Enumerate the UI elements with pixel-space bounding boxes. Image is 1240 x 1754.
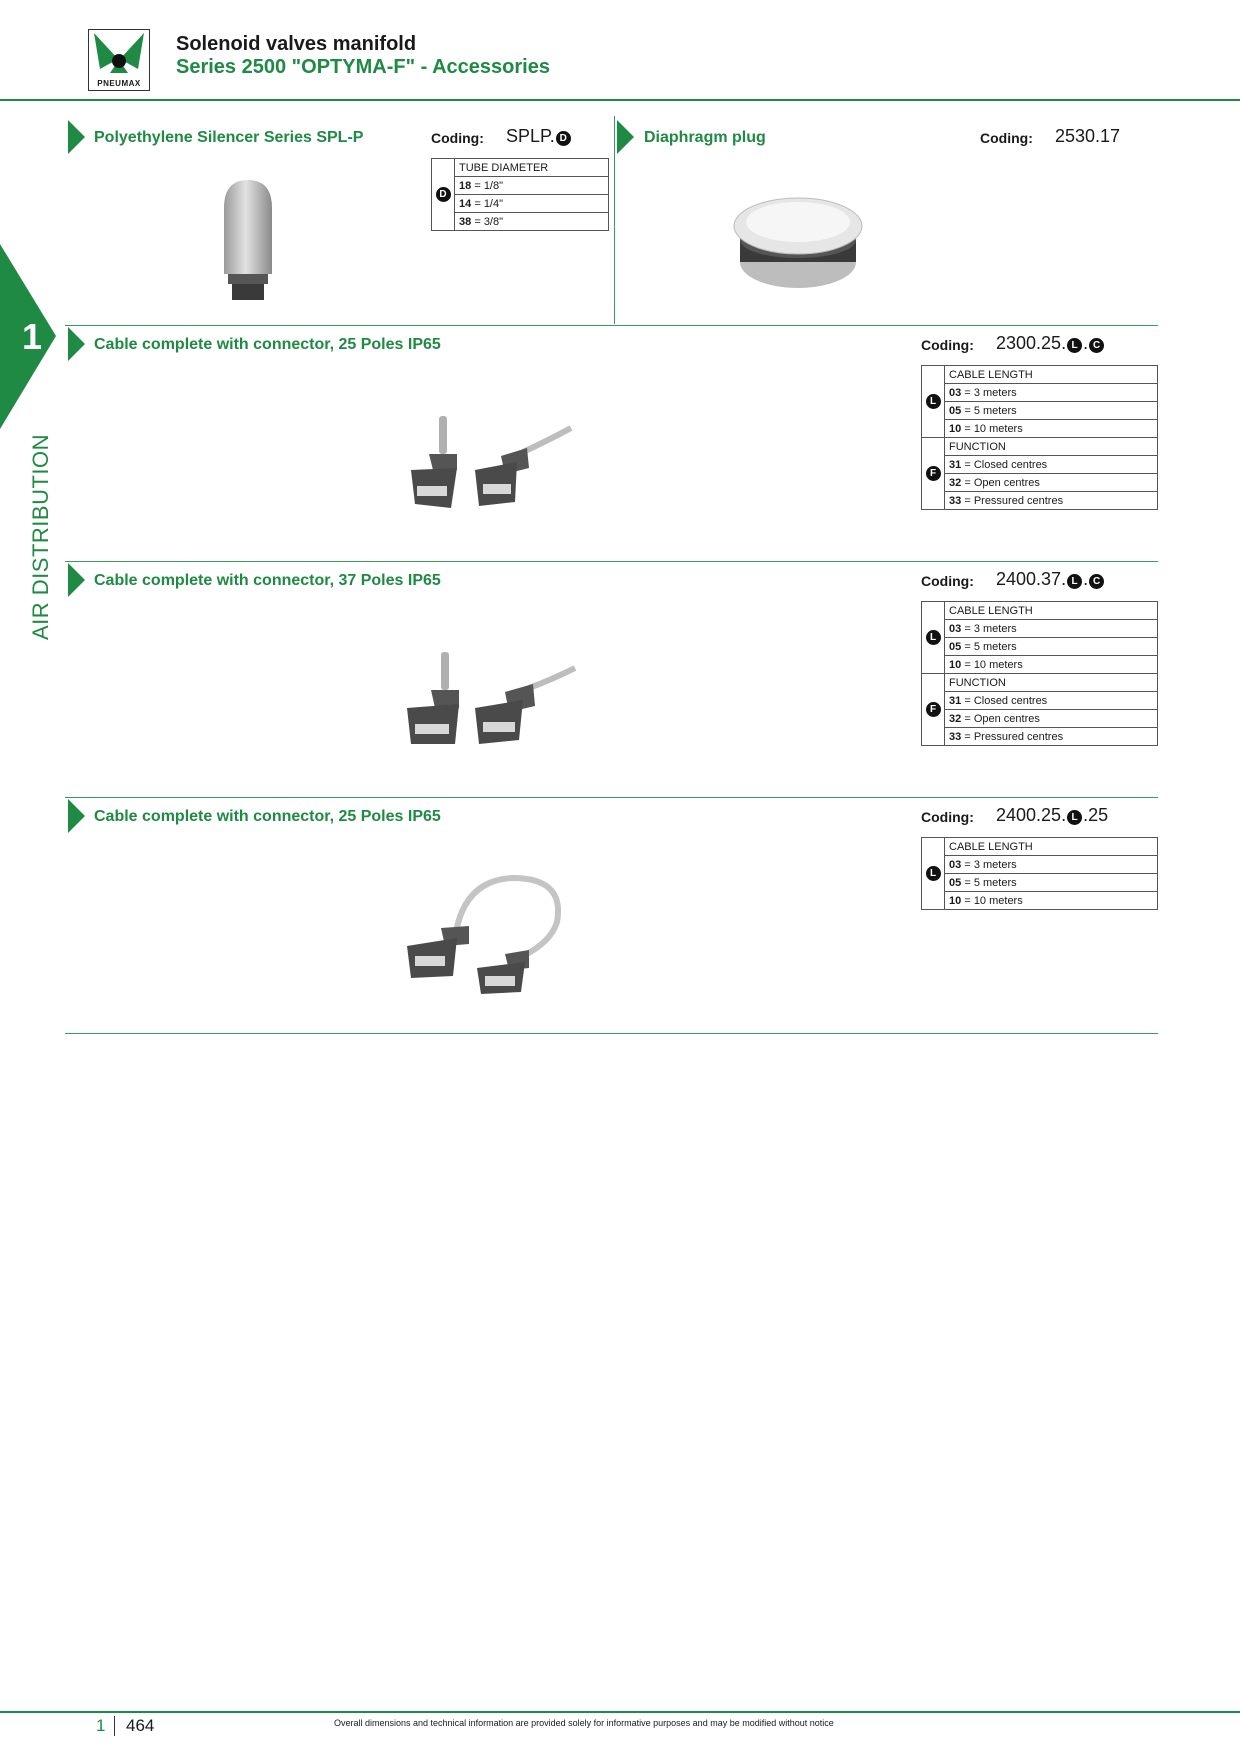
chapter-tab: 1 [0,244,60,434]
coding-prefix: 2300.25. [996,333,1067,353]
section-divider [65,797,1158,798]
coding-key-badge: D [555,131,571,146]
coding-prefix: 2400.37. [996,569,1067,589]
cable25b-coding-label: Coding: [921,809,974,825]
coding-prefix: 2400.25. [996,805,1067,825]
column-divider [614,116,615,324]
table-row: 05 = 5 meters [944,401,1158,420]
key-badge: F [925,466,941,481]
table-row: 10 = 10 meters [944,655,1158,674]
table-row: 31 = Closed centres [944,455,1158,474]
table-row: 33 = Pressured centres [944,727,1158,746]
silencer-coding-label: Coding: [431,130,484,146]
coding-key-badge: C [1089,338,1105,353]
table-row: 18 = 1/8" [454,176,609,195]
coding-key-badge: L [1067,338,1083,353]
diaphragm-plug-image [732,196,864,301]
coding-key-badge: L [1067,574,1083,589]
table-header: CABLE LENGTH [944,837,1158,856]
table-row: 03 = 3 meters [944,383,1158,402]
table-row: 05 = 5 meters [944,873,1158,892]
cable25-title: Cable complete with connector, 25 Poles … [94,336,441,353]
table-row: 33 = Pressured centres [944,491,1158,510]
chapter-number: 1 [22,316,43,357]
silencer-image [218,178,278,307]
footer-page-number: 464 [126,1716,155,1735]
plug-coding-label: Coding: [980,130,1033,146]
footer-separator [114,1716,115,1736]
table-header: CABLE LENGTH [944,601,1158,620]
key-badge: L [925,630,941,645]
silencer-coding-value: SPLP.D [506,126,572,147]
section-arrow [68,327,85,361]
table-key: D [431,158,455,231]
cable37-table: L CABLE LENGTH 03 = 3 meters 05 = 5 mete… [921,601,1158,746]
cable37-connector-image [403,648,579,757]
table-row: 10 = 10 meters [944,419,1158,438]
page-title: Solenoid valves manifold [176,33,417,55]
table-header: TUBE DIAMETER [454,158,609,177]
section-divider [65,561,1158,562]
cable25b-table: L CABLE LENGTH 03 = 3 meters 05 = 5 mete… [921,837,1158,910]
pneumax-logo: PNEUMAX [88,29,150,91]
cable25-table: L CABLE LENGTH 03 = 3 meters 05 = 5 mete… [921,365,1158,510]
section-arrow [617,120,634,154]
section-divider [65,1033,1158,1034]
cable25-coding-value: 2300.25.L.C [996,333,1105,354]
cable37-coding-label: Coding: [921,573,974,589]
table-row: 32 = Open centres [944,473,1158,492]
key-badge: L [925,866,941,881]
page-subtitle: Series 2500 "OPTYMA-F" - Accessories [176,56,550,78]
silencer-table: D TUBE DIAMETER 18 = 1/8" 14 = 1/4" 38 =… [431,158,609,231]
section-arrow [68,120,85,154]
cable25-connector-image [405,412,575,519]
table-header: FUNCTION [944,437,1158,456]
table-header: CABLE LENGTH [944,365,1158,384]
table-row: 14 = 1/4" [454,194,609,213]
coding-key-badge: L [1067,810,1083,825]
section-arrow [68,799,85,833]
table-row: 10 = 10 meters [944,891,1158,910]
coding-prefix: SPLP. [506,126,555,146]
silencer-title: Polyethylene Silencer Series SPL-P [94,129,364,146]
cable25-coding-label: Coding: [921,337,974,353]
table-header: FUNCTION [944,673,1158,692]
cable37-title: Cable complete with connector, 37 Poles … [94,572,441,589]
section-arrow [68,563,85,597]
table-row: 03 = 3 meters [944,619,1158,638]
footer-divider [0,1711,1240,1713]
cable25b-connector-image [405,872,575,1001]
logo-text: PNEUMAX [97,79,141,88]
coding-suffix: .25 [1083,805,1109,825]
table-row: 32 = Open centres [944,709,1158,728]
key-badge: F [925,702,941,717]
footer-disclaimer: Overall dimensions and technical informa… [334,1718,834,1728]
section-divider [65,325,1158,326]
cable25b-coding-value: 2400.25.L.25 [996,805,1108,826]
plug-coding-value: 2530.17 [1055,126,1121,146]
key-badge: D [435,187,451,202]
footer-chapter: 1 [96,1716,106,1735]
coding-key-badge: C [1089,574,1105,589]
table-row: 03 = 3 meters [944,855,1158,874]
key-badge: L [925,394,941,409]
table-row: 05 = 5 meters [944,637,1158,656]
plug-title: Diaphragm plug [644,129,766,146]
cable25b-title: Cable complete with connector, 25 Poles … [94,808,441,825]
chapter-label: AIR DISTRIBUTION [28,433,53,640]
header-divider [0,99,1240,101]
table-row: 38 = 3/8" [454,212,609,231]
cable37-coding-value: 2400.37.L.C [996,569,1105,590]
table-row: 31 = Closed centres [944,691,1158,710]
